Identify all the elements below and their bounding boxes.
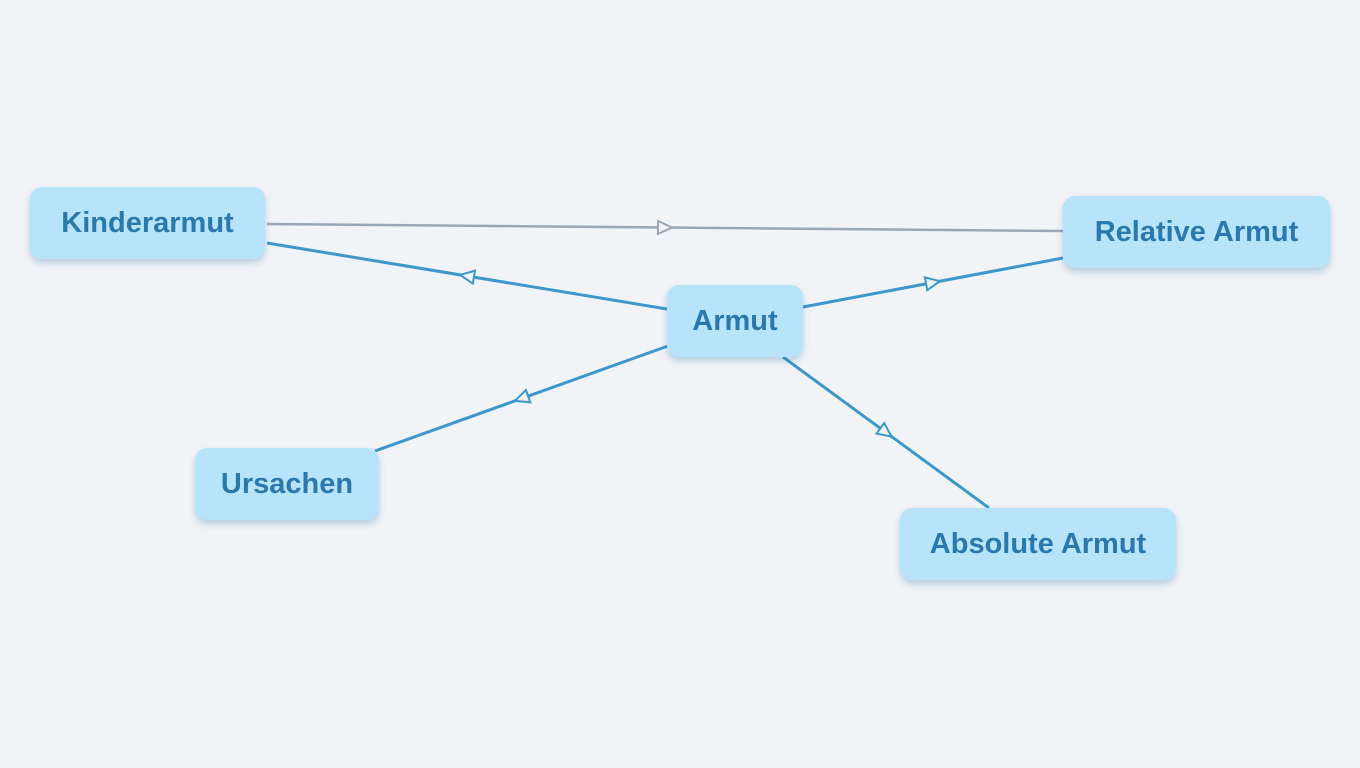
arrowhead-icon	[923, 276, 943, 292]
node-absolute-armut[interactable]: Absolute Armut	[900, 508, 1176, 580]
node-kinderarmut[interactable]: Kinderarmut	[30, 187, 265, 259]
node-relative-armut[interactable]: Relative Armut	[1063, 196, 1330, 268]
arrowhead-icon	[512, 388, 532, 404]
arrowhead-icon	[656, 219, 675, 236]
arrowhead-icon	[457, 269, 477, 286]
node-armut[interactable]: Armut	[667, 285, 803, 357]
arrowhead-icon	[874, 421, 894, 438]
node-ursachen[interactable]: Ursachen	[195, 448, 379, 520]
